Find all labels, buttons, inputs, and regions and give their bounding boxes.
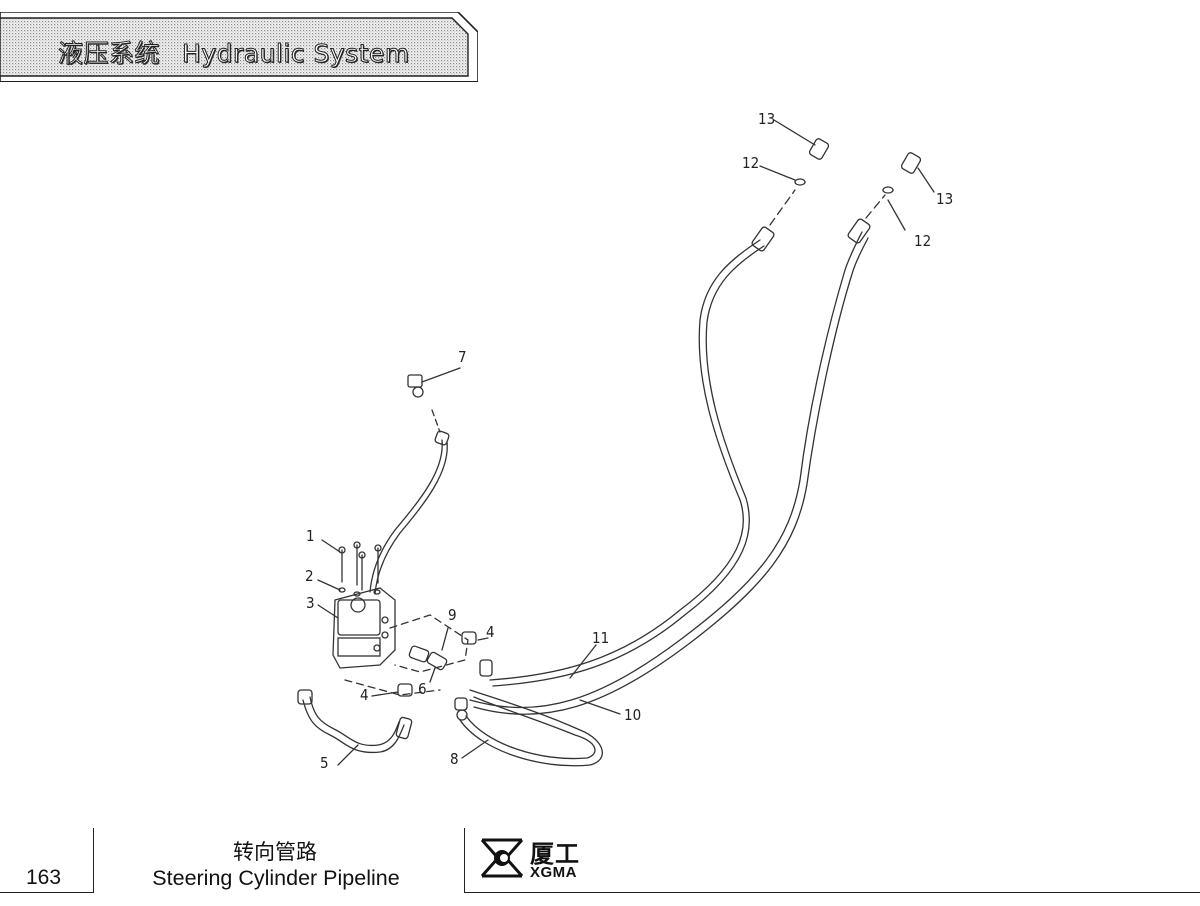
callout-7: 7 (458, 348, 467, 366)
brand-en: XGMA (530, 864, 577, 881)
callout-5: 5 (320, 754, 329, 772)
footer-divider-1 (93, 828, 94, 892)
callout-12b: 12 (914, 232, 931, 250)
footer-divider-2 (464, 828, 465, 892)
page-number: 163 (26, 866, 62, 889)
callout-13a: 13 (758, 110, 775, 128)
hose-8 (459, 689, 603, 767)
footer-rule-right (464, 892, 1200, 893)
callout-4a: 4 (486, 623, 495, 641)
caption-en: Steering Cylinder Pipeline (152, 866, 400, 890)
callout-10: 10 (624, 706, 641, 724)
page-title: 液压系统 Hydraulic System (57, 34, 432, 70)
callout-8: 8 (450, 750, 459, 768)
title-cn: 液压系统 (57, 39, 161, 69)
steering-unit (332, 587, 396, 669)
hose-5 (302, 699, 405, 754)
callout-2: 2 (305, 567, 314, 585)
title-en: Hydraulic System (182, 39, 410, 69)
callout-3: 3 (306, 594, 315, 612)
callout-9: 9 (448, 606, 457, 624)
callout-13b: 13 (936, 190, 953, 208)
footer-rule-left (0, 892, 94, 893)
brand-cn: 厦工 (530, 840, 580, 868)
callout-11: 11 (592, 629, 609, 647)
callout-6: 6 (418, 680, 427, 698)
callout-4b: 4 (360, 686, 369, 704)
callout-1: 1 (306, 527, 315, 545)
fitting-7 (407, 374, 441, 433)
xgma-logo-icon (480, 838, 524, 878)
hose-11 (489, 239, 761, 681)
hose-10 (469, 231, 863, 709)
callout-12a: 12 (742, 154, 759, 172)
hose-7 (369, 439, 443, 593)
header-banner (0, 12, 478, 82)
caption-cn: 转向管路 (233, 840, 317, 864)
